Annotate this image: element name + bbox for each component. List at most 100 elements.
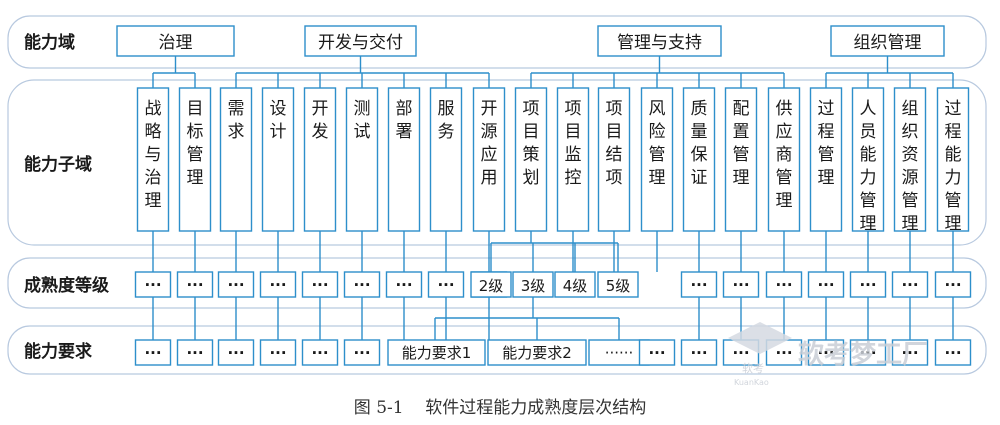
requirement-box: [807, 339, 845, 366]
level-ellipsis: ···: [144, 276, 161, 294]
level-box: [554, 271, 596, 298]
subdomain-label: 项目策划: [523, 99, 540, 188]
requirement-box: [891, 339, 929, 366]
requirement-ellipsis: ···: [732, 344, 749, 362]
subdomain-box: [767, 87, 801, 232]
row-label-subdomain: 能力子域: [24, 154, 92, 175]
level-box: [134, 271, 172, 298]
subdomain-box: [345, 87, 379, 232]
requirement-box: [638, 339, 676, 366]
subdomain-box: [514, 87, 548, 232]
level-box: [217, 271, 255, 298]
subdomain-box: [219, 87, 253, 232]
subdomain-label: 过程能力管理: [945, 99, 962, 234]
domain-box: [597, 25, 722, 57]
subdomain-box: [893, 87, 927, 232]
level-ellipsis: ···: [311, 276, 328, 294]
subdomain-label: 风险管理: [649, 99, 666, 188]
requirement-box: [387, 339, 486, 366]
level-box: [891, 271, 929, 298]
domain-box: [116, 25, 235, 57]
domain-box: [830, 25, 945, 57]
domain-label: 组织管理: [854, 33, 922, 53]
subdomain-label: 部署: [396, 99, 413, 142]
subdomain-label: 服务: [438, 99, 455, 142]
requirement-box: [934, 339, 972, 366]
level-box: [427, 271, 465, 298]
subdomain-label: 配置管理: [733, 99, 750, 188]
level-box: [765, 271, 803, 298]
requirement-ellipsis: ···: [859, 344, 876, 362]
level-ellipsis: ···: [437, 276, 454, 294]
subdomain-label: 战略与治理: [145, 99, 162, 211]
requirement-ellipsis: ···: [311, 344, 328, 362]
requirement-ellipsis: ···: [775, 344, 792, 362]
subdomain-label: 人员能力管理: [860, 99, 877, 234]
subdomain-box: [724, 87, 758, 232]
level-ellipsis: ···: [732, 276, 749, 294]
watermark-logo: 软考 KuanKao 软考梦工厂: [728, 322, 928, 387]
subdomain-box: [556, 87, 590, 232]
watermark-latin-text: KuanKao: [734, 378, 769, 387]
subdomain-box: [261, 87, 295, 232]
requirement-box: [134, 339, 172, 366]
requirement-ellipsis: ···: [690, 344, 707, 362]
requirement-box: [301, 339, 339, 366]
subdomain-label: 测试: [354, 99, 371, 142]
requirement-box: [487, 339, 587, 366]
watermark-small-text: 软考: [742, 361, 764, 375]
level-box: [722, 271, 760, 298]
level-box: [849, 271, 887, 298]
level-box: [512, 271, 554, 298]
level-ellipsis: ···: [690, 276, 707, 294]
requirement-box: [176, 339, 214, 366]
connector-lines: [152, 56, 954, 340]
domain-label: 管理与支持: [617, 33, 702, 53]
level-label: 3级: [521, 277, 546, 295]
requirement-box: [217, 339, 255, 366]
requirement-label: 能力要求2: [502, 344, 572, 362]
requirement-box: [849, 339, 887, 366]
subdomain-box: [429, 87, 463, 232]
level-ellipsis: ···: [775, 276, 792, 294]
level-box: [597, 271, 639, 298]
subdomain-box: [682, 87, 716, 232]
requirement-ellipsis: ···: [144, 344, 161, 362]
level-label: 2级: [479, 277, 504, 295]
subdomain-box: [851, 87, 885, 232]
subdomain-label: 设计: [270, 99, 287, 142]
subdomain-box: [640, 87, 674, 232]
subdomain-label: 开发: [312, 99, 329, 142]
subdomain-box: [472, 87, 506, 232]
level-ellipsis: ···: [186, 276, 203, 294]
subdomain-label: 目标管理: [187, 99, 204, 188]
subdomain-label: 供应商管理: [776, 99, 793, 211]
subdomain-label: 组织资源管理: [902, 99, 919, 234]
level-ellipsis: ···: [269, 276, 286, 294]
requirement-box: [259, 339, 297, 366]
level-box: [680, 271, 718, 298]
domain-label: 治理: [159, 33, 193, 53]
subdomain-box: [178, 87, 212, 232]
subdomain-label: 开源应用: [481, 99, 498, 188]
subdomain-label: 需求: [228, 99, 245, 142]
subdomain-box: [136, 87, 170, 232]
subdomain-label: 项目结项: [606, 99, 623, 188]
level-box: [301, 271, 339, 298]
requirement-box: [680, 339, 718, 366]
level-ellipsis: ···: [817, 276, 834, 294]
requirement-box: [343, 339, 381, 366]
requirement-ellipsis: ···: [269, 344, 286, 362]
subdomain-box: [809, 87, 843, 232]
row-label-domain: 能力域: [24, 32, 75, 53]
requirement-label: ······: [605, 344, 634, 362]
level-label: 4级: [563, 277, 588, 295]
level-box: [934, 271, 972, 298]
subdomain-box: [936, 87, 970, 232]
domain-box: [304, 25, 417, 57]
level-ellipsis: ···: [901, 276, 918, 294]
requirement-ellipsis: ···: [817, 344, 834, 362]
domain-band: [7, 15, 987, 69]
subdomain-box: [387, 87, 421, 232]
